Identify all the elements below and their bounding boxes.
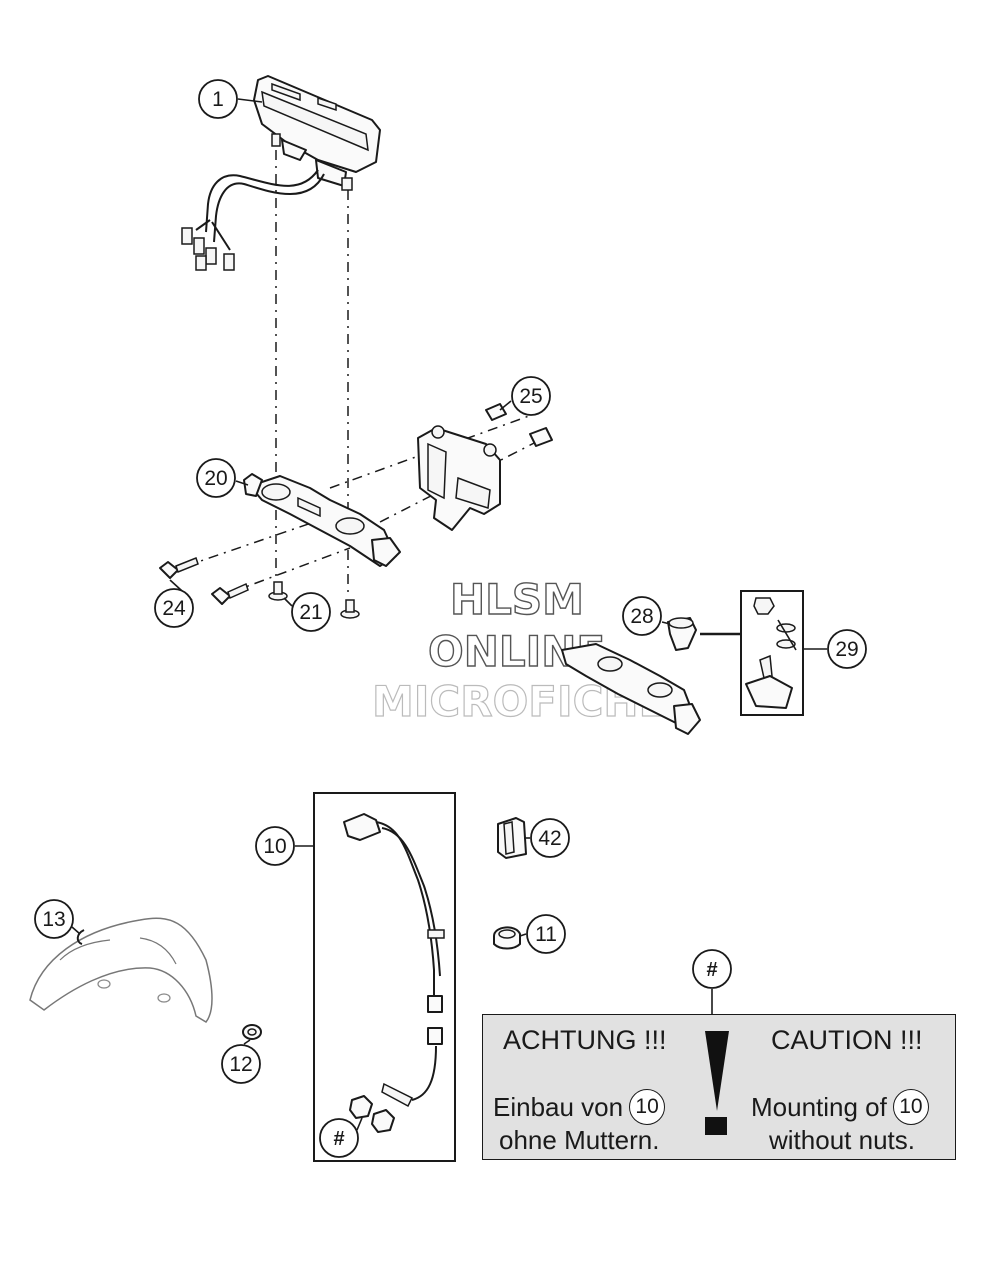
cluster-wiring-harness xyxy=(181,169,325,271)
callout-label: 13 xyxy=(42,908,65,931)
callout-circle xyxy=(511,376,551,416)
exclamation-dot xyxy=(705,1117,727,1135)
callout-label: 11 xyxy=(535,923,557,946)
retaining-ring-13 xyxy=(76,929,85,945)
caution-line1-en: Mounting of 10 xyxy=(751,1089,929,1125)
callout-circle xyxy=(196,458,236,498)
callout-13: 13 xyxy=(34,899,74,939)
caution-box: ACHTUNG !!! CAUTION !!! Einbau von 10 oh… xyxy=(482,1014,956,1160)
callout-circle xyxy=(827,629,867,669)
caution-line2-en: without nuts. xyxy=(769,1125,915,1155)
screw-25 xyxy=(485,403,553,447)
instrument-holder xyxy=(243,473,401,567)
callout-circle xyxy=(622,596,662,636)
exclamation-icon xyxy=(705,1031,729,1111)
caution-ref-de: 10 xyxy=(629,1089,666,1125)
callout-circle xyxy=(154,588,194,628)
callout-label: # xyxy=(706,959,717,981)
callout-circle xyxy=(319,1118,359,1158)
spacer-12 xyxy=(242,1024,262,1040)
instrument-cluster xyxy=(253,75,381,191)
callout-circle xyxy=(221,1044,261,1084)
caution-line1-de: Einbau von 10 xyxy=(493,1089,666,1125)
caution-line1-en-text: Mounting of xyxy=(751,1091,887,1122)
callout-label: 10 xyxy=(263,835,286,858)
callout-29: 29 xyxy=(827,629,867,669)
caution-line1-de-text: Einbau von xyxy=(493,1091,624,1122)
caution-line2-de: ohne Muttern. xyxy=(499,1125,660,1155)
caution-heading-en: CAUTION !!! xyxy=(771,1025,923,1055)
brake-disc xyxy=(29,917,213,1023)
callout-circle xyxy=(530,818,570,858)
callout-20: 20 xyxy=(196,458,236,498)
callout-25: 25 xyxy=(511,376,551,416)
cable-clamp-11 xyxy=(493,926,521,950)
callout-label: # xyxy=(333,1128,344,1150)
damper-28 xyxy=(667,617,697,651)
hash-callout-hash: # xyxy=(319,1118,359,1158)
callout-1: 1 xyxy=(198,79,238,119)
callout-label: 1 xyxy=(212,88,224,111)
caution-ref-en: 10 xyxy=(892,1089,929,1125)
callout-circle xyxy=(526,914,566,954)
hash-callout-hash: # xyxy=(692,949,732,989)
rubber-buffer-21 xyxy=(268,581,360,619)
callout-28: 28 xyxy=(622,596,662,636)
callout-label: 21 xyxy=(299,601,322,624)
callout-circle xyxy=(255,826,295,866)
sensor-cable-frame xyxy=(313,792,456,1162)
caution-heading-de: ACHTUNG !!! xyxy=(503,1025,667,1055)
callout-label: 24 xyxy=(162,597,186,620)
side-mounting-bracket xyxy=(417,425,501,531)
callout-label: 29 xyxy=(835,638,858,661)
watermark: HLSM ONLINE MICROFICHE xyxy=(371,574,667,726)
clip-42 xyxy=(497,817,527,859)
callout-layer: 1 25 20 24 21 28 29 10 42 13 11 12 # # xyxy=(34,79,867,1158)
callout-21: 21 xyxy=(291,592,331,632)
callout-12: 12 xyxy=(221,1044,261,1084)
detail-frame-29 xyxy=(740,590,804,716)
watermark-line-1: HLSM xyxy=(450,575,584,624)
callout-label: 25 xyxy=(519,385,542,408)
callout-24: 24 xyxy=(154,588,194,628)
watermark-line-3: MICROFICHE xyxy=(372,677,667,726)
callout-10: 10 xyxy=(255,826,295,866)
callout-circle xyxy=(198,79,238,119)
callout-circle xyxy=(291,592,331,632)
bolt-24 xyxy=(159,557,249,605)
callout-42: 42 xyxy=(530,818,570,858)
callout-label: 42 xyxy=(538,827,561,850)
callout-11: 11 xyxy=(526,914,566,954)
callout-circle xyxy=(34,899,74,939)
callout-label: 12 xyxy=(229,1053,252,1076)
instrument-holder-detail xyxy=(561,643,701,735)
callout-label: 20 xyxy=(204,467,227,490)
callout-label: 28 xyxy=(630,605,653,628)
callout-circle xyxy=(692,949,732,989)
